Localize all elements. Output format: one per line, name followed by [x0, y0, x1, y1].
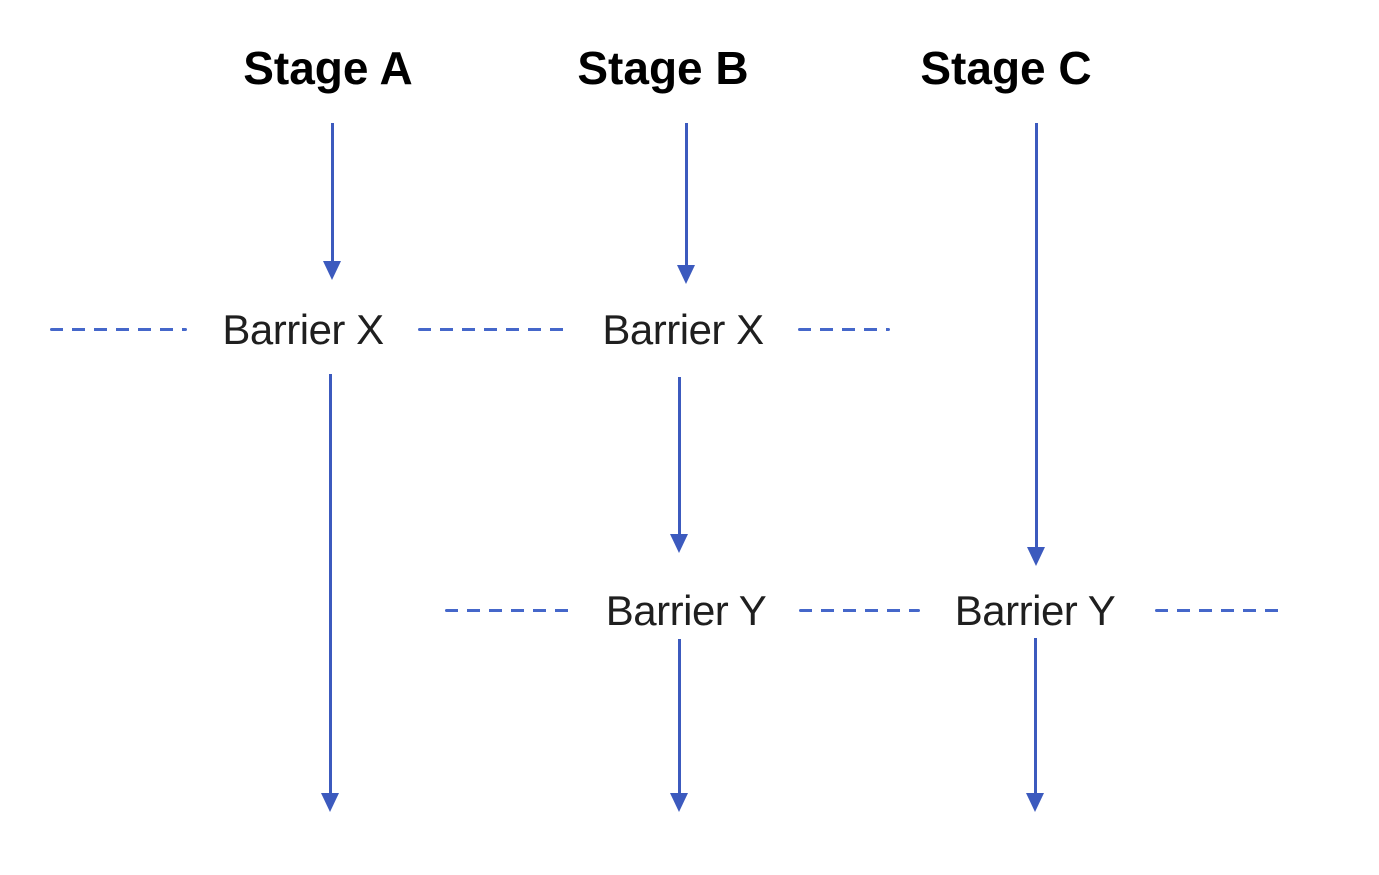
stage-b-title: Stage B [577, 42, 749, 94]
barrier-y-label-2: Barrier Y [954, 587, 1116, 634]
stage-c-arrow-lower [1025, 638, 1045, 812]
barrier-y-dash-left [445, 609, 572, 612]
barrier-x-dash-middle [418, 328, 570, 331]
arrowhead-down-icon [670, 793, 688, 812]
stage-c-arrow-upper [1026, 123, 1046, 566]
stage-a-arrow-lower [320, 374, 340, 812]
stage-c-title: Stage C [920, 42, 1092, 94]
arrowhead-down-icon [323, 261, 341, 280]
stage-b-arrow-middle [669, 377, 689, 553]
barrier-x-label-1: Barrier X [222, 306, 384, 353]
arrowhead-down-icon [1027, 547, 1045, 566]
arrow-shaft [328, 374, 332, 794]
arrowhead-down-icon [670, 534, 688, 553]
barrier-x-dash-right [798, 328, 890, 331]
barrier-y-dash-middle [799, 609, 920, 612]
stage-b-arrow-upper [676, 123, 696, 284]
arrow-shaft [1034, 123, 1038, 548]
stage-a-arrow-upper [322, 123, 342, 280]
arrow-shaft [330, 123, 334, 262]
barrier-x-dash-left [50, 328, 187, 331]
arrow-shaft [677, 639, 681, 794]
arrow-shaft [684, 123, 688, 266]
arrowhead-down-icon [1026, 793, 1044, 812]
arrow-shaft [677, 377, 681, 535]
barrier-y-dash-right [1155, 609, 1282, 612]
arrow-shaft [1033, 638, 1037, 794]
arrowhead-down-icon [677, 265, 695, 284]
stage-b-arrow-lower [669, 639, 689, 812]
stage-a-title: Stage A [243, 42, 413, 94]
barrier-y-label-1: Barrier Y [605, 587, 767, 634]
barrier-x-label-2: Barrier X [602, 306, 764, 353]
arrowhead-down-icon [321, 793, 339, 812]
